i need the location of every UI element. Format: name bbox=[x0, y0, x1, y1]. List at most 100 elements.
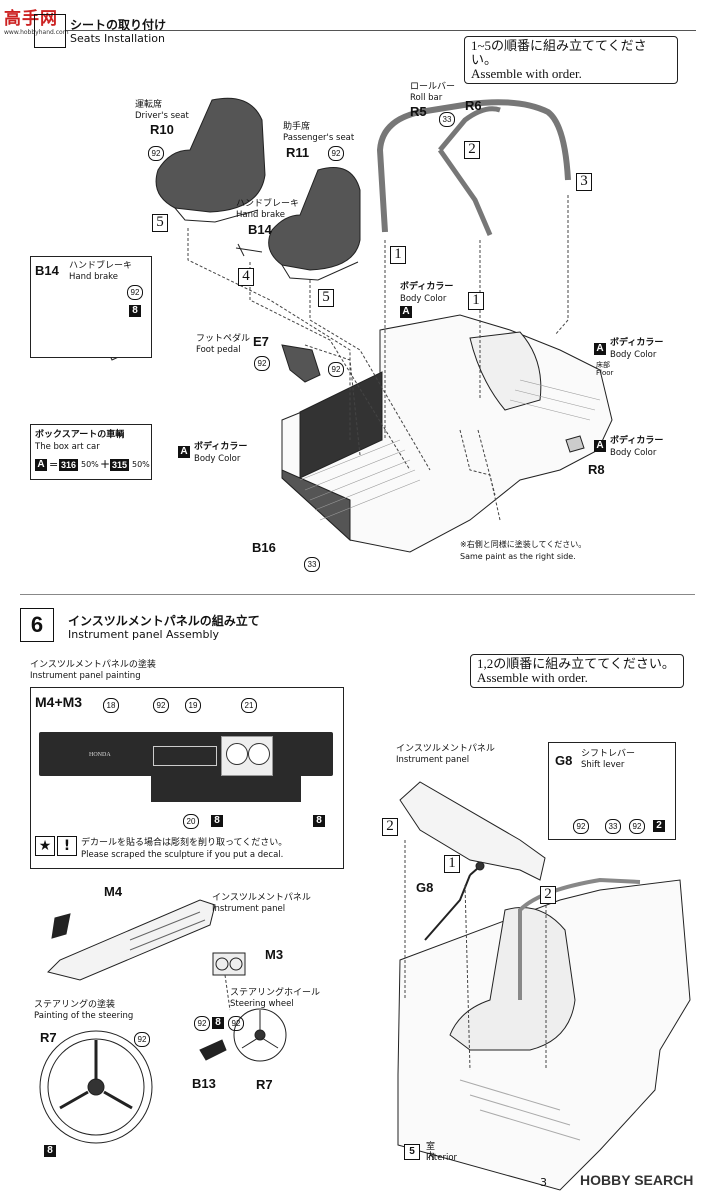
step5-number-box bbox=[34, 14, 66, 48]
roll-bar-en: Roll bar bbox=[410, 93, 443, 103]
step5-title-rule bbox=[66, 30, 696, 31]
step5-title-en: Seats Installation bbox=[70, 32, 165, 45]
roll-bar-jp: ロールバー bbox=[410, 82, 456, 92]
star-icon: ★ bbox=[35, 836, 55, 856]
body-color-r8-jp: ボディカラー bbox=[610, 436, 664, 446]
m3-label: M3 bbox=[265, 947, 284, 962]
drivers-seat-paint: 92 bbox=[148, 146, 164, 161]
box-art-letter: A bbox=[35, 459, 47, 471]
callout-20: 20 bbox=[183, 814, 199, 829]
step6-number: 6 bbox=[20, 608, 54, 642]
box-art-pct2: 50% bbox=[132, 460, 150, 469]
shift-lever-jp: シフトレバー bbox=[581, 749, 636, 759]
foot-pedal-paint: 92 bbox=[254, 356, 270, 371]
foot-pedal-en: Foot pedal bbox=[196, 345, 241, 355]
ip-painting-en: Instrument panel painting bbox=[30, 671, 141, 681]
ip-right-en: Instrument panel bbox=[396, 755, 470, 765]
body-color-left-en: Body Color bbox=[194, 454, 241, 464]
step5-order-note: 1~5の順番に組み立ててください。 Assemble with order. bbox=[464, 36, 678, 84]
b13-label: B13 bbox=[192, 1076, 216, 1091]
part-r6: R6 bbox=[465, 98, 482, 113]
body-color-right-letter: A bbox=[594, 343, 606, 355]
g8-label: G8 bbox=[416, 880, 434, 895]
shift-paint-92a: 92 bbox=[573, 819, 589, 834]
step5-order-jp: 1~5の順番に組み立ててください。 bbox=[471, 38, 647, 67]
interior-num: 5 bbox=[404, 1144, 420, 1160]
hobby-search-text: HOBBY SEARCH bbox=[580, 1172, 694, 1188]
radio-slot bbox=[153, 746, 217, 766]
callout-8b: 8 bbox=[313, 815, 325, 827]
passenger-seat-paint: 92 bbox=[328, 146, 344, 161]
floor-mat-paint: 92 bbox=[328, 362, 344, 377]
b13-paint-3: 92 bbox=[228, 1016, 244, 1031]
gauge-right bbox=[248, 743, 270, 765]
b13-paint-2: 8 bbox=[212, 1017, 224, 1029]
same-paint-jp: ※右側と同様に塗装してください。 bbox=[460, 540, 587, 549]
ip-lower-en: Instrument panel bbox=[212, 904, 286, 914]
hobby-search-logo: HOBBY SEARCH bbox=[580, 1172, 693, 1188]
part-b16: B16 bbox=[252, 540, 276, 555]
section-divider bbox=[20, 594, 695, 595]
step-num-1-b: 1 bbox=[468, 292, 484, 310]
shift-lever-part: G8 bbox=[555, 753, 573, 768]
box-art-jp: ボックスアートの車輌 bbox=[35, 430, 125, 440]
hb-panel-en: Hand brake bbox=[69, 272, 119, 282]
body-color-left-jp: ボディカラー bbox=[194, 442, 248, 452]
ip-panel-label: M4+M3 bbox=[35, 694, 83, 710]
body-color-right-en: Body Color bbox=[610, 350, 657, 360]
hand-brake-en: Hand brake bbox=[236, 210, 286, 220]
step-num-5-b: 5 bbox=[318, 289, 334, 307]
passenger-seat-en: Passenger's seat bbox=[283, 133, 355, 143]
step6-order-jp: 1,2の順番に組み立ててください。 bbox=[477, 656, 675, 671]
dashboard-body bbox=[39, 732, 333, 776]
shift-paint-33: 33 bbox=[605, 819, 621, 834]
part-e7: E7 bbox=[253, 334, 269, 349]
callout-8a: 8 bbox=[211, 815, 223, 827]
same-paint-en: Same paint as the right side. bbox=[460, 552, 576, 561]
drivers-seat-jp: 運転席 bbox=[135, 100, 163, 110]
step6-title-jp: インスツルメントパネルの組み立て bbox=[68, 614, 260, 628]
body-color-top-letter: A bbox=[400, 306, 412, 318]
step6-order-en: Assemble with order. bbox=[477, 670, 588, 685]
r7-panel-label: R7 bbox=[40, 1030, 57, 1045]
callout-19: 19 bbox=[185, 698, 201, 713]
step6-num-2b: 2 bbox=[540, 886, 556, 904]
r7-label: R7 bbox=[256, 1077, 273, 1092]
step6-title-en: Instrument panel Assembly bbox=[68, 628, 220, 641]
box-art-color1: 316 bbox=[59, 459, 79, 471]
step5-order-en: Assemble with order. bbox=[471, 66, 582, 81]
callout-92: 92 bbox=[153, 698, 169, 713]
part-r10: R10 bbox=[150, 122, 174, 137]
box-art-pct1: 50% bbox=[81, 460, 99, 469]
box-art-plus: + bbox=[100, 457, 111, 471]
hand-brake-detail-panel: B14 ハンドブレーキ Hand brake 92 8 bbox=[30, 256, 152, 358]
step-num-1-a: 1 bbox=[390, 246, 406, 264]
watermark-url: www.hobbyhand.com bbox=[4, 29, 69, 36]
honda-badge: HONDA bbox=[89, 752, 111, 758]
foot-pedal-jp: フットペダル bbox=[196, 334, 251, 344]
r7-paint-92: 92 bbox=[134, 1032, 150, 1047]
step-num-3: 3 bbox=[576, 173, 592, 191]
passenger-seat-jp: 助手席 bbox=[283, 122, 311, 132]
body-color-top-en: Body Color bbox=[400, 294, 447, 304]
decal-note-en: Please scraped the sculpture if you put … bbox=[81, 850, 284, 860]
step-num-2: 2 bbox=[464, 141, 480, 159]
hb-panel-part: B14 bbox=[35, 263, 59, 278]
box-art-en: The box art car bbox=[35, 442, 100, 452]
interior-jp: 室内 bbox=[426, 1142, 436, 1162]
steering-wheel-jp: ステアリングホイール bbox=[230, 988, 321, 998]
decal-note-jp: デカールを貼る場合は彫刻を削り取ってください。 bbox=[81, 838, 288, 848]
step6-num-2a: 2 bbox=[382, 818, 398, 836]
gauge-left bbox=[226, 743, 248, 765]
drivers-seat-en: Driver's seat bbox=[135, 111, 189, 121]
bottom-paint-33: 33 bbox=[304, 557, 320, 572]
ip-painting-jp: インスツルメントパネルの塗装 bbox=[30, 660, 156, 670]
page-number: 3 bbox=[540, 1176, 547, 1189]
shift-paint-2: 2 bbox=[653, 820, 665, 832]
callout-18: 18 bbox=[103, 698, 119, 713]
body-color-left-letter: A bbox=[178, 446, 190, 458]
callout-21: 21 bbox=[241, 698, 257, 713]
box-art-color2: 315 bbox=[110, 459, 130, 471]
part-r5: R5 bbox=[410, 104, 427, 119]
